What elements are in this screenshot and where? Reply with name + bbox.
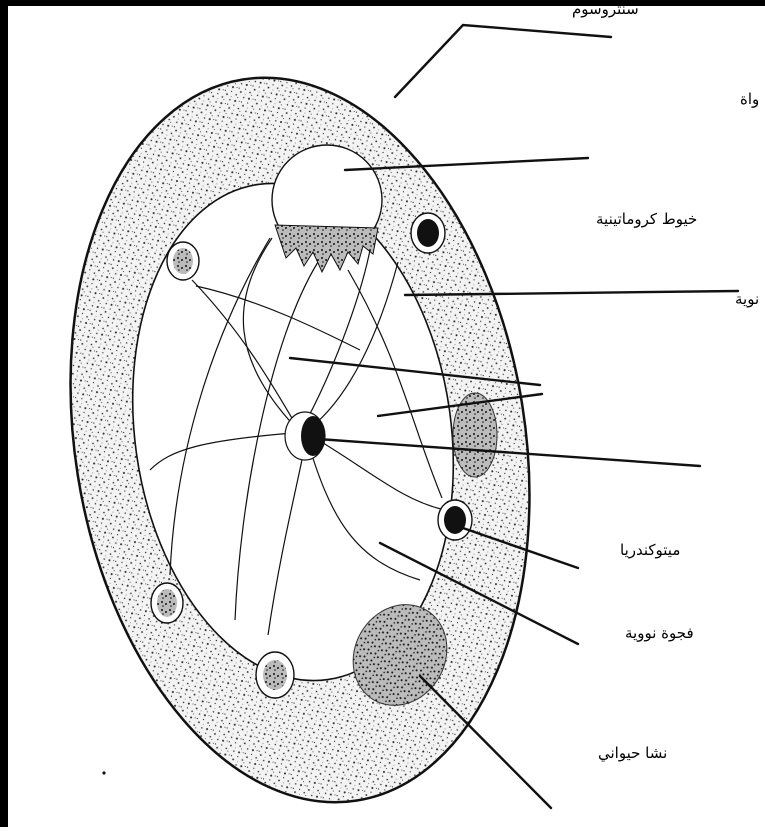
- stray-dot: [102, 771, 105, 774]
- leader-line-centrosome: [395, 25, 611, 97]
- label-mitochondria: ميتوكندريا: [620, 543, 680, 558]
- nucleolus-core: [301, 416, 325, 456]
- label-nuclear-vacuole: فجوة نووية: [625, 626, 694, 641]
- label-nucleolus: نوية: [735, 292, 759, 307]
- frame-top-border: [0, 0, 765, 6]
- label-nucleus: واة: [740, 92, 759, 107]
- frame-left-border: [0, 0, 8, 827]
- label-animal-starch: نشا حيواني: [598, 746, 667, 761]
- label-chromatin-threads: خيوط كروماتينية: [596, 212, 697, 227]
- label-centrosome: سنتروسوم: [572, 2, 639, 17]
